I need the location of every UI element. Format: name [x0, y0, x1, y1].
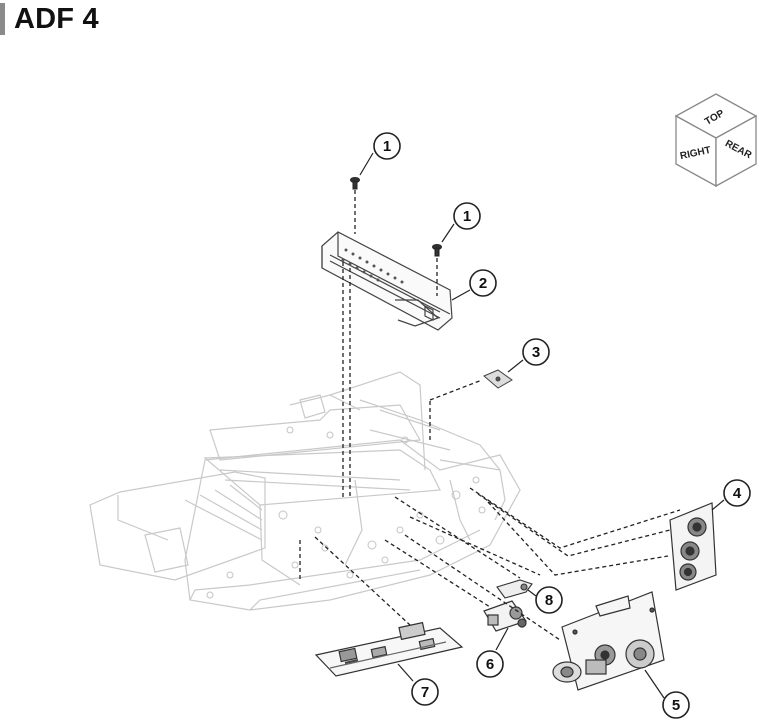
callout-7: 7 [397, 663, 439, 706]
callout-label: 1 [383, 138, 391, 155]
callout-label: 6 [486, 656, 494, 673]
screw-icon [432, 244, 442, 257]
leader-lines [299, 190, 681, 641]
callout-8: 8 [527, 586, 563, 614]
part-7-circuit-board [314, 621, 464, 677]
part-8-clip [496, 579, 533, 599]
page-title-block: ADF 4 [0, 2, 99, 36]
callout-5: 5 [644, 669, 690, 719]
callout-label: 2 [479, 275, 487, 292]
callout-label: 4 [733, 485, 742, 502]
title-accent-bar [0, 3, 5, 35]
callout-3: 3 [507, 338, 550, 373]
screw-icon [350, 177, 360, 190]
callout-6: 6 [476, 627, 509, 678]
callout-label: 8 [545, 592, 553, 609]
part-4-gear-plate [669, 502, 717, 591]
callout-1b: 1 [441, 202, 481, 243]
adf-base-frame [89, 371, 521, 611]
part-6-sensor-bracket [483, 600, 527, 632]
callout-label: 5 [672, 697, 680, 714]
callout-4: 4 [711, 479, 751, 511]
page-title: ADF 4 [14, 2, 99, 35]
orientation-cube: TOP RIGHT REAR [674, 93, 758, 188]
part-5-motor-assembly [552, 591, 665, 691]
adf-base-holes [206, 426, 486, 599]
callout-2: 2 [451, 269, 497, 301]
part-3-bracket [483, 369, 513, 389]
callout-label: 3 [532, 344, 540, 361]
callout-1a: 1 [359, 132, 401, 176]
callout-label: 1 [463, 208, 471, 225]
callout-label: 7 [421, 684, 429, 701]
part-2-upper-assembly [321, 231, 453, 331]
